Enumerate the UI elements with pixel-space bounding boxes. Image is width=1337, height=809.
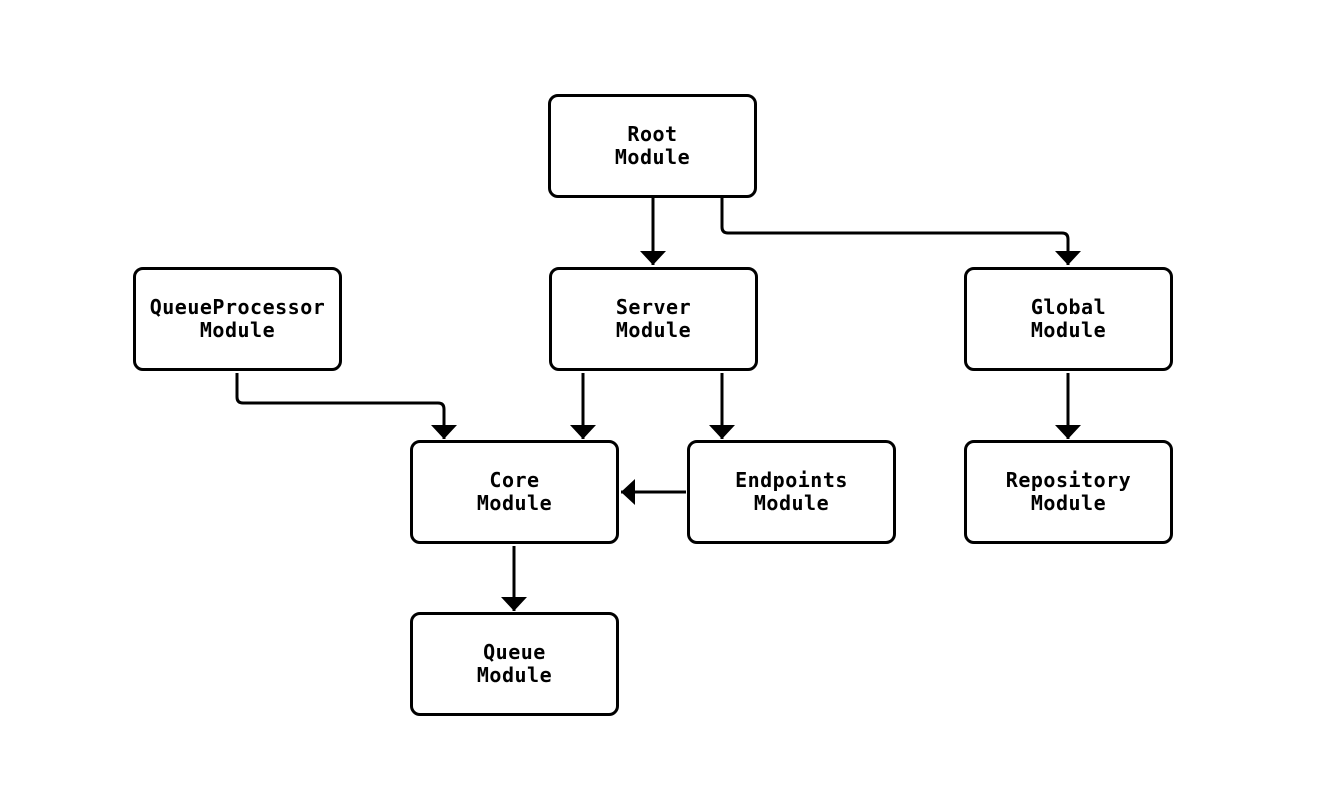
node-root-module: Root Module bbox=[548, 94, 757, 198]
node-global-module: Global Module bbox=[964, 267, 1173, 371]
node-label: Core Module bbox=[476, 468, 553, 515]
edges-group bbox=[235, 198, 1081, 611]
edge-queueprocessor-to-core bbox=[235, 373, 457, 439]
node-core-module: Core Module bbox=[410, 440, 619, 544]
node-queue-module: Queue Module bbox=[410, 612, 619, 716]
node-label: Root Module bbox=[614, 122, 691, 169]
node-endpoints-module: Endpoints Module bbox=[687, 440, 896, 544]
node-repository-module: Repository Module bbox=[964, 440, 1173, 544]
node-label: Global Module bbox=[1030, 295, 1107, 342]
node-label: Server Module bbox=[615, 295, 692, 342]
node-label: Repository Module bbox=[1005, 468, 1132, 515]
node-label: Endpoints Module bbox=[735, 468, 848, 515]
node-label: Queue Module bbox=[476, 640, 553, 687]
edge-root-to-global bbox=[720, 198, 1081, 265]
node-label: QueueProcessor Module bbox=[149, 295, 326, 342]
node-server-module: Server Module bbox=[549, 267, 758, 371]
node-queueprocessor-module: QueueProcessor Module bbox=[133, 267, 342, 371]
